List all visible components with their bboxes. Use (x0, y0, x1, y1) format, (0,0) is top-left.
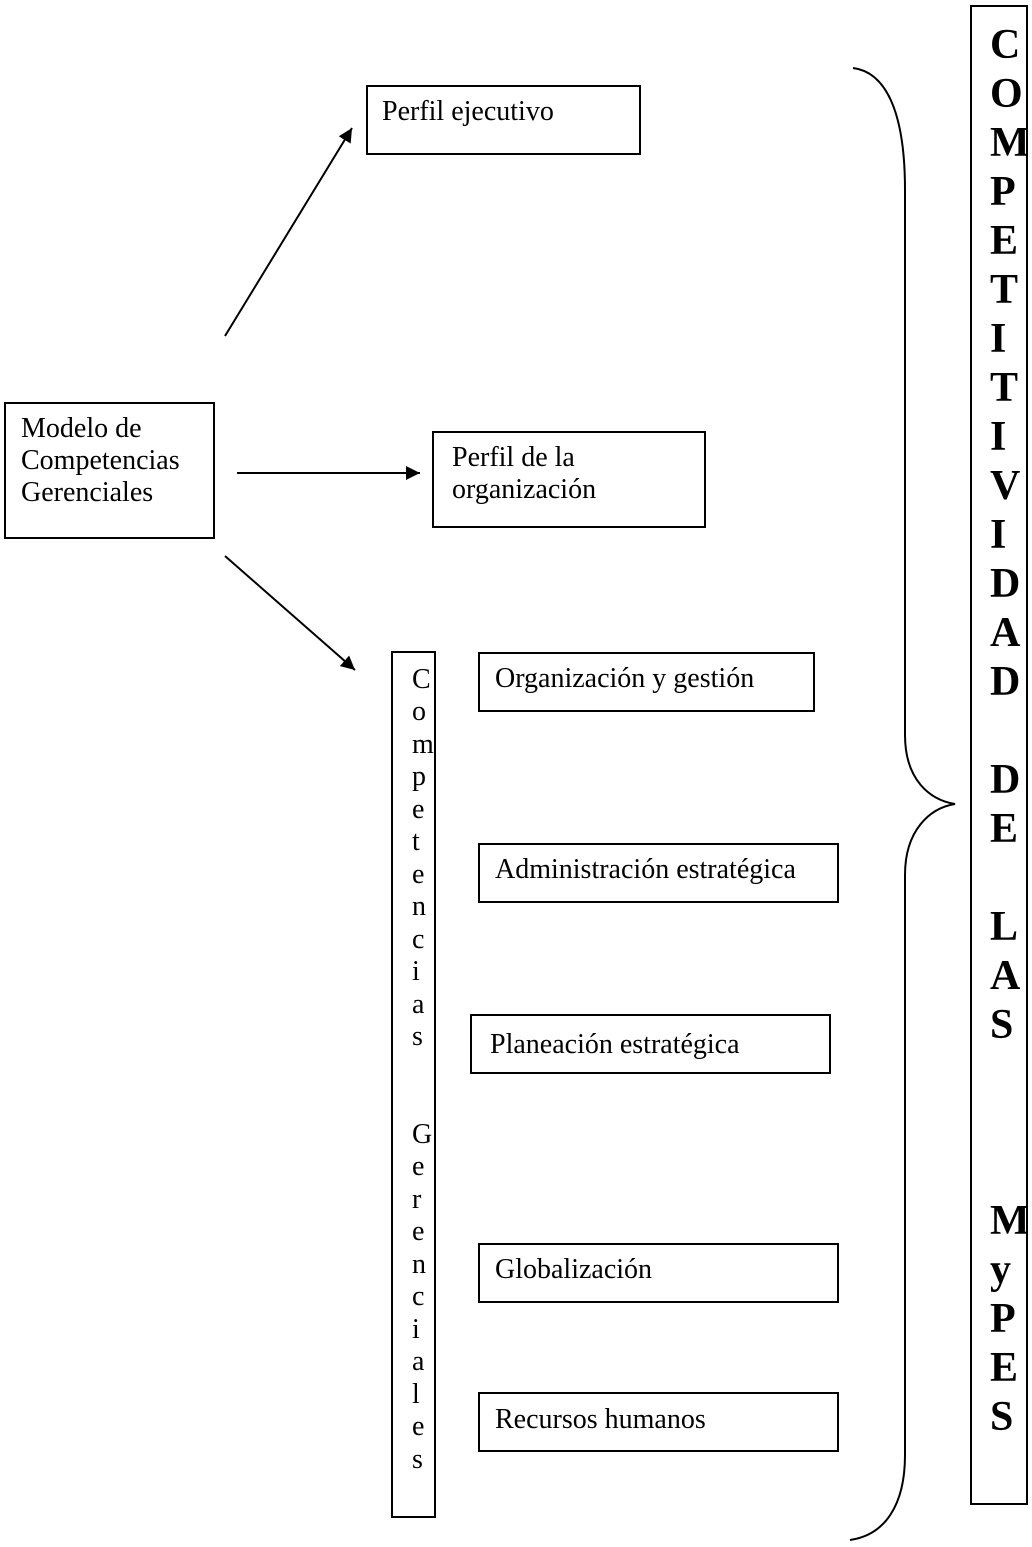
letter: P (990, 1295, 1016, 1342)
source-box-label: Modelo de Competencias Gerenciales (21, 413, 180, 508)
letter: D (990, 560, 1021, 607)
letter: A (990, 952, 1021, 999)
letter: S (990, 1001, 1014, 1048)
letter: M (990, 1197, 1028, 1244)
letter: e (412, 1411, 425, 1442)
letter: n (412, 891, 426, 922)
letter: V (990, 462, 1021, 509)
letter: p (412, 761, 426, 792)
letter: c (412, 923, 425, 955)
letter: E (990, 805, 1019, 852)
letter: e (412, 1151, 425, 1182)
competencia-label: Recursos humanos (495, 1404, 706, 1435)
perfil-organizacion-label: Perfil de la organización (452, 442, 597, 505)
letter: I (990, 315, 1007, 362)
letter: I (990, 413, 1007, 460)
competencia-box-organizacion: Organización y gestión (478, 652, 815, 712)
arrow-to-competencias-gerenciales (224, 555, 356, 671)
letter: m (412, 728, 434, 760)
letter: I (990, 511, 1007, 558)
letter: e (412, 793, 425, 825)
letter: a (412, 1346, 425, 1377)
letter-gap (990, 707, 1026, 756)
letter: s (412, 1021, 423, 1052)
letter: C (412, 663, 431, 695)
letter: A (990, 609, 1021, 656)
letter: l (412, 1378, 420, 1410)
competencia-label: Planeación estratégica (490, 1029, 740, 1060)
competencia-label: Organización y gestión (495, 663, 755, 694)
letter: T (990, 364, 1019, 411)
perfil-ejecutivo-box: Perfil ejecutivo (366, 85, 641, 155)
letter: c (412, 1281, 425, 1312)
letter: L (990, 903, 1019, 950)
source-box: Modelo de Competencias Gerenciales (4, 402, 215, 539)
letter: i (412, 1313, 420, 1345)
perfil-ejecutivo-label: Perfil ejecutivo (382, 96, 554, 127)
competencia-box-recursos-humanos: Recursos humanos (478, 1392, 839, 1452)
letter-gap (990, 854, 1026, 903)
competencia-box-administracion: Administración estratégica (478, 843, 839, 903)
letter: y (990, 1246, 1011, 1293)
letter: M (990, 119, 1028, 166)
letter: e (412, 858, 425, 890)
letter: D (990, 756, 1021, 803)
letter: T (990, 266, 1019, 313)
letter: i (412, 956, 420, 987)
letter: o (412, 696, 426, 727)
letter-gap (412, 1054, 434, 1119)
letter: r (412, 1183, 422, 1215)
letter: O (990, 70, 1023, 117)
letter: P (990, 168, 1016, 215)
competencia-box-planeacion: Planeación estratégica (470, 1014, 831, 1074)
arrow-to-perfil-ejecutivo (224, 127, 353, 337)
curly-brace (849, 67, 956, 1541)
letter: n (412, 1248, 426, 1280)
letter: E (990, 217, 1019, 264)
letter: e (412, 1216, 425, 1247)
letter: S (990, 1393, 1014, 1440)
competencia-label: Administración estratégica (495, 854, 796, 885)
letter: G (412, 1118, 433, 1150)
letter: D (990, 658, 1021, 705)
competencia-label: Globalización (495, 1254, 653, 1285)
letter: E (990, 1344, 1019, 1391)
letter: s (412, 1443, 423, 1475)
competencia-box-globalizacion: Globalización (478, 1243, 839, 1303)
letter: a (412, 988, 425, 1020)
perfil-organizacion-box: Perfil de la organización (432, 431, 706, 528)
letter: C (990, 21, 1021, 68)
letter-gap (990, 1050, 1026, 1197)
letter: t (412, 826, 420, 857)
